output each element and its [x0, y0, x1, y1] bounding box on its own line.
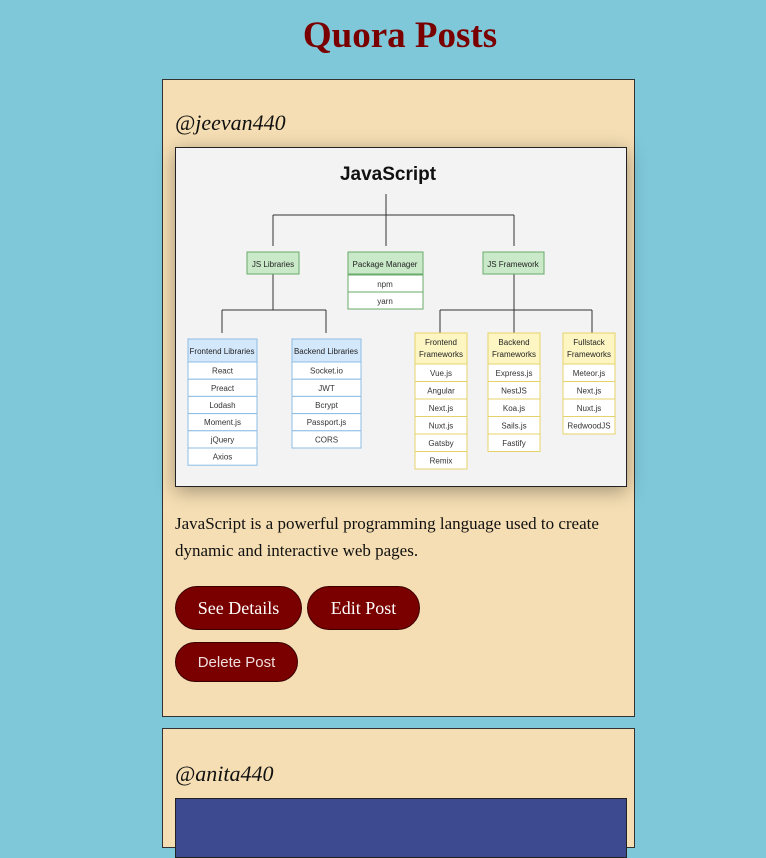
svg-text:Frameworks: Frameworks	[492, 350, 536, 359]
js-libraries-node: JS Libraries	[246, 251, 300, 275]
delete-post-button[interactable]: Delete Post	[175, 642, 298, 682]
frontend-frameworks-node: Frontend Frameworks Vue.jsAngularNext.js…	[414, 332, 468, 470]
svg-text:Frameworks: Frameworks	[567, 350, 611, 359]
svg-text:Fullstack: Fullstack	[573, 338, 606, 347]
post-description: JavaScript is a powerful programming lan…	[175, 514, 599, 560]
diagram-item: Express.js	[496, 369, 533, 378]
diagram-item: Axios	[213, 453, 233, 462]
post-card: @anita440	[162, 728, 635, 858]
diagram-item: Next.js	[577, 386, 601, 395]
diagram-item: NestJS	[501, 386, 527, 395]
diagram-item: RedwoodJS	[567, 421, 610, 430]
svg-text:Frontend: Frontend	[425, 338, 457, 347]
svg-text:Frameworks: Frameworks	[419, 350, 463, 359]
diagram-item: Fastify	[502, 439, 526, 448]
diagram-item: Next.js	[429, 404, 453, 413]
edit-post-button[interactable]: Edit Post	[307, 586, 420, 630]
diagram-item: Nuxt.js	[577, 404, 601, 413]
diagram-item: Gatsby	[428, 439, 453, 448]
diagram-item: Bcrypt	[315, 401, 338, 410]
svg-text:npm: npm	[377, 280, 393, 289]
svg-text:Frontend Libraries: Frontend Libraries	[190, 347, 255, 356]
svg-text:yarn: yarn	[377, 297, 393, 306]
post-card: @jeevan440 JavaScript	[162, 79, 635, 717]
post-username: @jeevan440	[175, 110, 286, 135]
diagram-item: Meteor.js	[573, 369, 605, 378]
diagram-title: JavaScript	[340, 164, 437, 185]
js-framework-node: JS Framework	[482, 251, 545, 275]
svg-text:Backend Libraries: Backend Libraries	[294, 347, 358, 356]
page-title: Quora Posts	[302, 15, 498, 56]
frontend-libraries-node: Frontend Libraries ReactPreactLodashMome…	[187, 338, 258, 466]
svg-text:Backend: Backend	[498, 338, 529, 347]
svg-text:JS Framework: JS Framework	[487, 260, 540, 269]
diagram-item: JWT	[318, 384, 335, 393]
diagram-item: Koa.js	[503, 404, 525, 413]
post-image	[175, 798, 627, 858]
package-manager-node: Package Manager npm yarn	[347, 251, 424, 310]
diagram-item: Passport.js	[307, 418, 347, 427]
diagram-item: Preact	[211, 384, 235, 393]
post-username: @anita440	[175, 761, 274, 786]
diagram-item: jQuery	[210, 435, 235, 444]
diagram-item: Remix	[430, 456, 453, 465]
diagram-item: Nuxt.js	[429, 421, 453, 430]
svg-text:JS Libraries: JS Libraries	[252, 260, 294, 269]
diagram-item: Lodash	[209, 401, 235, 410]
diagram-item: Vue.js	[430, 369, 452, 378]
diagram-item: Moment.js	[204, 418, 241, 427]
see-details-button[interactable]: See Details	[175, 586, 302, 630]
diagram-item: Socket.io	[310, 367, 343, 376]
diagram-item: CORS	[315, 435, 338, 444]
diagram-item: React	[212, 367, 234, 376]
post-image: JavaScript JS Librari	[175, 147, 627, 487]
svg-text:Package Manager: Package Manager	[353, 260, 418, 269]
diagram-item: Sails.js	[501, 421, 526, 430]
fullstack-frameworks-node: Fullstack Frameworks Meteor.jsNext.jsNux…	[562, 332, 616, 435]
diagram-item: Angular	[427, 386, 455, 395]
